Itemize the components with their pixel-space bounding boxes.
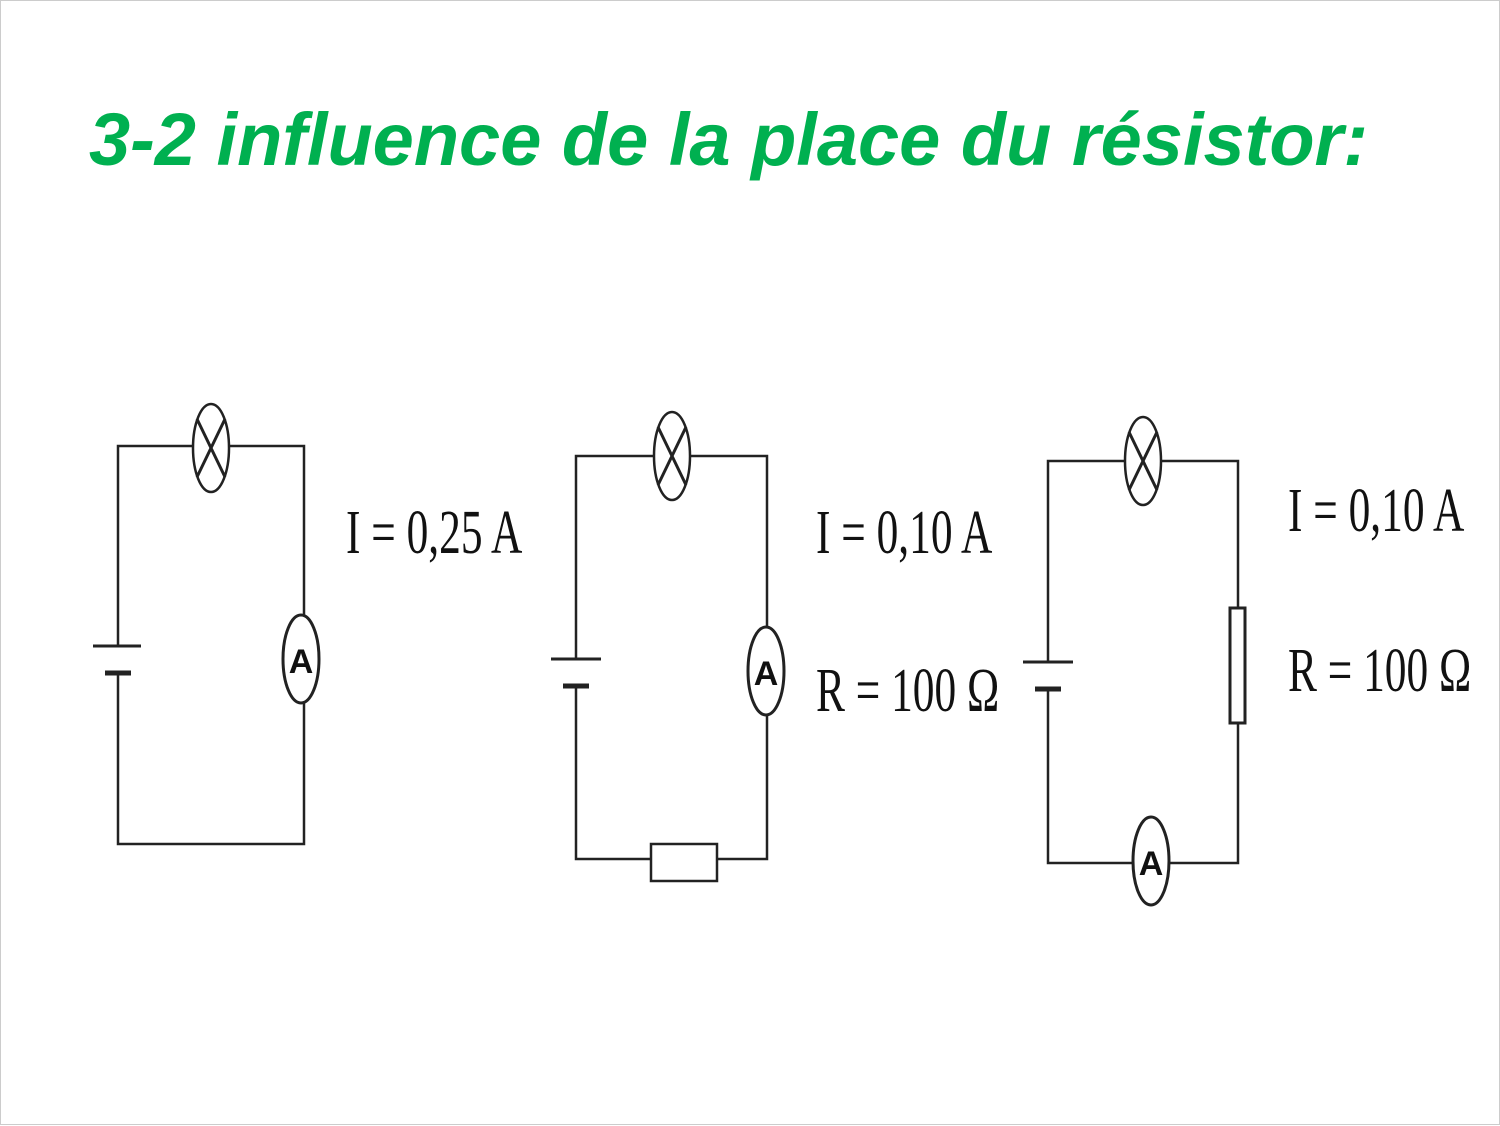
- current-label: I = 0,10 A: [816, 497, 993, 567]
- current-label: I = 0,25 A: [346, 497, 523, 567]
- resistance-label: R = 100 Ω: [816, 655, 999, 725]
- battery-icon: [93, 644, 141, 676]
- resistor-icon: [649, 842, 719, 883]
- ammeter-icon: A: [746, 625, 786, 717]
- svg-text:A: A: [289, 643, 314, 681]
- resistor-icon: [1228, 606, 1247, 725]
- slide-title: 3-2 influence de la place du résistor:: [89, 98, 1368, 181]
- resistance-label: R = 100 Ω: [1288, 635, 1471, 705]
- battery-icon: [551, 657, 601, 689]
- lamp-icon: [191, 402, 231, 494]
- svg-text:A: A: [754, 655, 779, 693]
- svg-text:A: A: [1139, 845, 1164, 883]
- ammeter-icon: A: [281, 613, 321, 705]
- circuit-3: A I = 0,10 A R = 100 Ω: [1023, 415, 1471, 907]
- current-label: I = 0,10 A: [1288, 475, 1465, 545]
- battery-icon: [1023, 660, 1073, 692]
- circuit-2: A I = 0,10 A R = 100 Ω: [551, 410, 999, 883]
- circuit-1: A I = 0,25 A: [93, 402, 523, 846]
- lamp-icon: [652, 410, 692, 502]
- ammeter-icon: A: [1131, 815, 1171, 907]
- lamp-icon: [1123, 415, 1163, 507]
